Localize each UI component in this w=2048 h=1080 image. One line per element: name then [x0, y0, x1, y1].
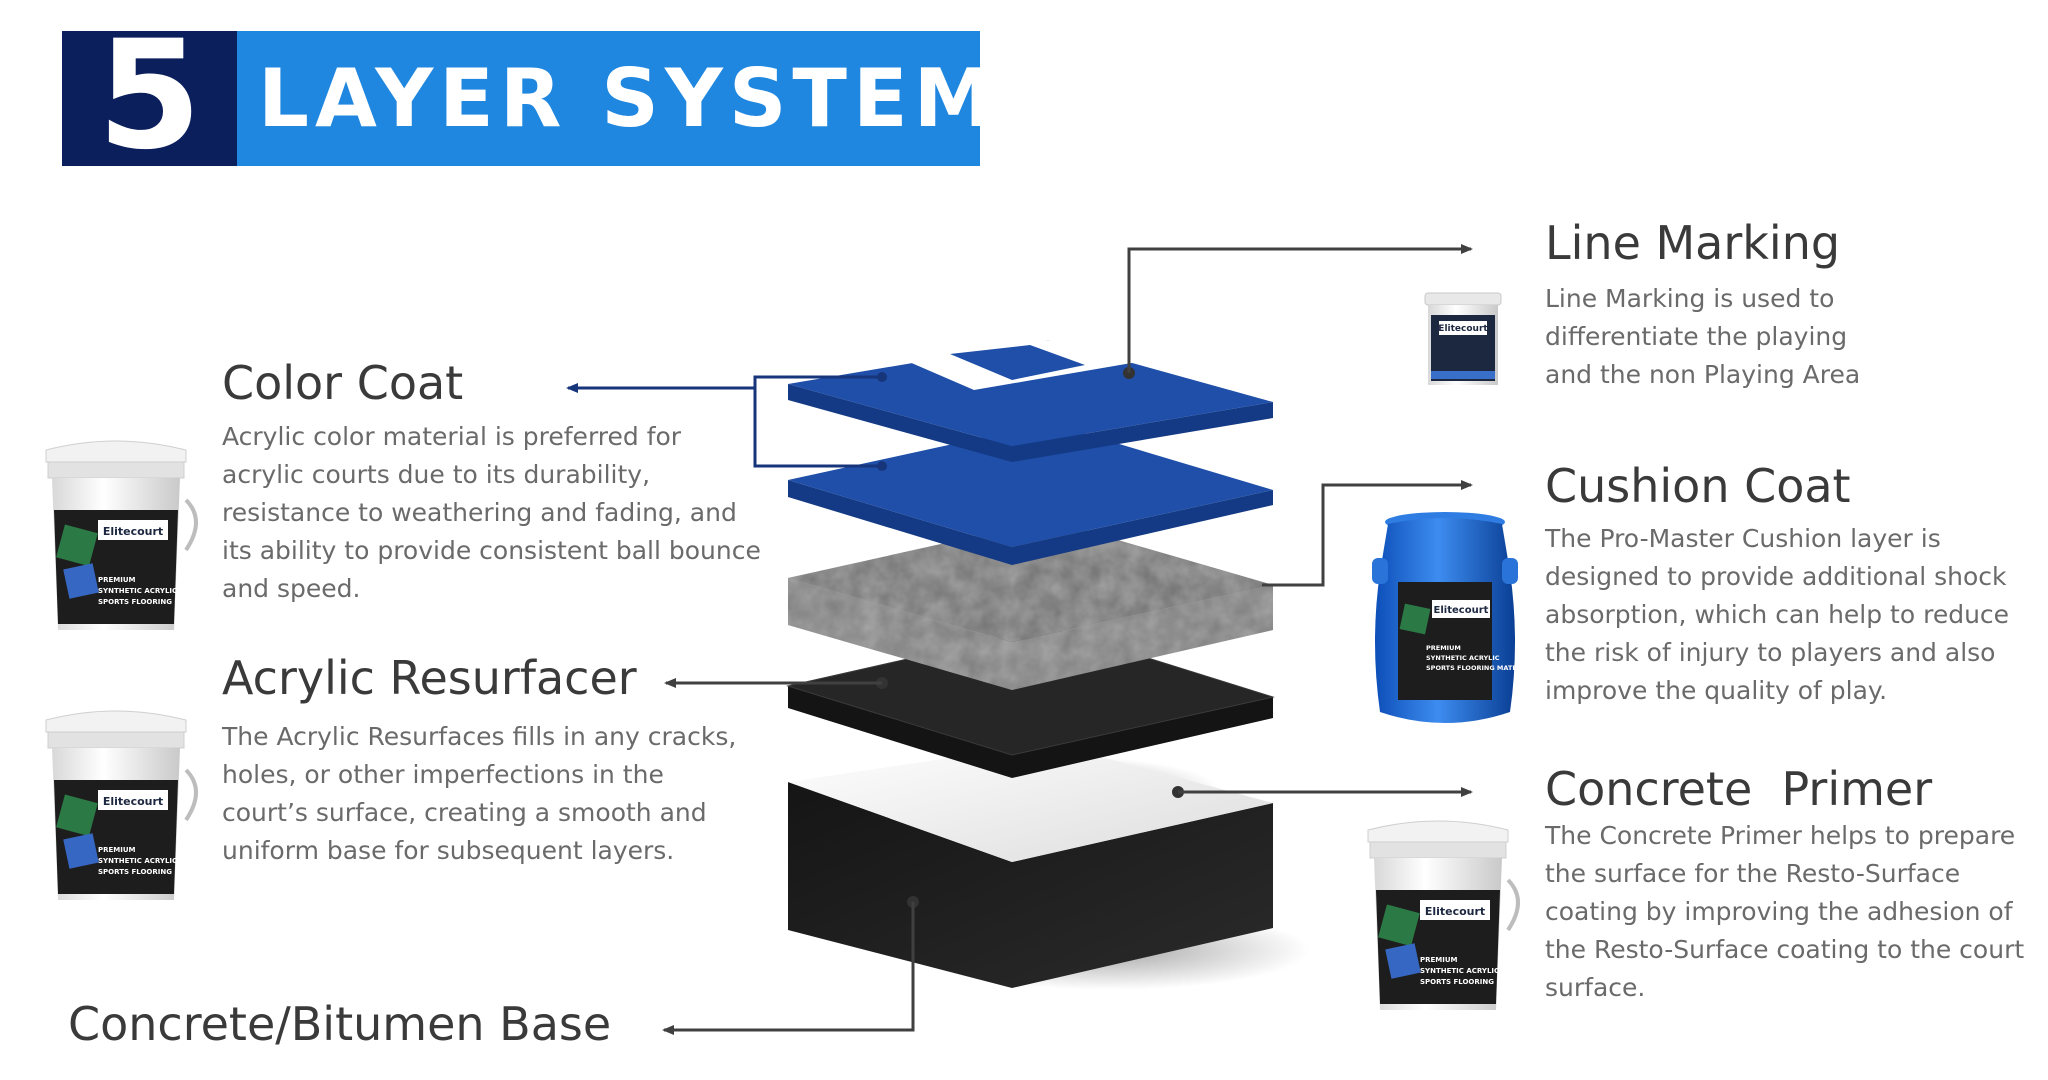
base-connector [662, 902, 915, 1035]
svg-text:Elitecourt: Elitecourt [1434, 605, 1489, 616]
line-marking-connector [1127, 244, 1473, 373]
svg-text:SPORTS FLOORING MATERIAL: SPORTS FLOORING MATERIAL [1420, 978, 1536, 986]
svg-text:SPORTS FLOORING MATERIAL: SPORTS FLOORING MATERIAL [98, 868, 214, 876]
cushion-coat-heading: Cushion Coat [1545, 459, 1851, 513]
cushion-coat-connector [1262, 480, 1473, 587]
cushion-coat-drum-icon: Elitecourt PREMIUM SYNTHETIC ACRYLIC SPO… [1372, 512, 1533, 723]
color-coat-pail-icon: Elitecourt PREMIUM SYNTHETIC ACRYLIC SPO… [45, 440, 214, 630]
svg-text:SYNTHETIC ACRYLIC: SYNTHETIC ACRYLIC [98, 587, 177, 595]
svg-text:Elitecourt: Elitecourt [1438, 324, 1488, 334]
base-layer [788, 743, 1273, 988]
color-coat-heading: Color Coat [222, 356, 464, 410]
svg-text:PREMIUM: PREMIUM [1420, 956, 1458, 964]
resurfacer-heading: Acrylic Resurfacer [222, 651, 637, 705]
resurfacer-pail-icon: Elitecourt PREMIUM SYNTHETIC ACRYLIC SPO… [45, 710, 214, 900]
color-coat-bracket [753, 375, 882, 468]
primer-description: The Concrete Primer helps to prepare the… [1545, 821, 2025, 1002]
layer-count-box: 5 [62, 21, 237, 171]
color-coat-layer [788, 335, 1273, 462]
primer-heading: Concrete Primer [1545, 762, 1933, 816]
resurfacer-layer [788, 520, 1273, 690]
svg-text:PREMIUM: PREMIUM [1426, 644, 1461, 652]
svg-text:SYNTHETIC ACRYLIC: SYNTHETIC ACRYLIC [1420, 967, 1499, 975]
svg-text:SPORTS FLOORING MATERIAL: SPORTS FLOORING MATERIAL [98, 598, 214, 606]
svg-text:SPORTS FLOORING MATERIAL: SPORTS FLOORING MATERIAL [1426, 664, 1533, 672]
resurfacer-description: The Acrylic Resurfaces fills in any crac… [222, 722, 737, 865]
banner-title: LAYER SYSTEM [258, 52, 1000, 145]
layer-count: 5 [97, 9, 202, 183]
svg-text:Elitecourt: Elitecourt [1425, 905, 1485, 918]
svg-text:PREMIUM: PREMIUM [98, 576, 136, 584]
title-banner: 5 LAYER SYSTEM [62, 21, 993, 171]
svg-text:Elitecourt: Elitecourt [103, 525, 163, 538]
color-coat-description: Acrylic color material is preferred for … [222, 422, 761, 603]
svg-text:SYNTHETIC ACRYLIC: SYNTHETIC ACRYLIC [1426, 654, 1500, 662]
cushion-layer [788, 423, 1273, 565]
line-marking-description: Line Marking is used to differentiate th… [1545, 284, 1861, 389]
line-marking-heading: Line Marking [1545, 216, 1841, 270]
svg-text:Elitecourt: Elitecourt [103, 795, 163, 808]
base-heading: Concrete/Bitumen Base [68, 997, 612, 1051]
svg-text:SYNTHETIC ACRYLIC: SYNTHETIC ACRYLIC [98, 857, 177, 865]
svg-text:PREMIUM: PREMIUM [98, 846, 136, 854]
line-marking-tub-icon: Elitecourt [1424, 292, 1502, 385]
primer-pail-icon: Elitecourt PREMIUM SYNTHETIC ACRYLIC SPO… [1367, 820, 1536, 1010]
cushion-coat-description: The Pro-Master Cushion layer is designed… [1545, 524, 2010, 705]
